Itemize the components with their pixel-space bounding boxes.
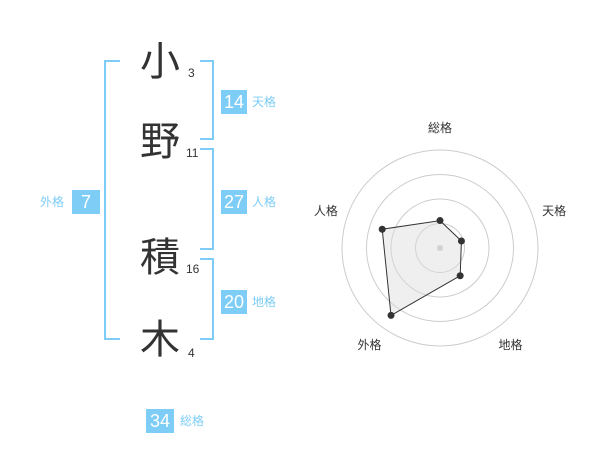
chikaku-label: 地格 xyxy=(252,295,277,309)
soukaku-value: 34 xyxy=(146,409,174,433)
jinkaku-bracket xyxy=(200,148,214,250)
radar-polygon xyxy=(381,220,462,317)
stroke-count-3: 16 xyxy=(186,262,200,276)
radar-axis-label-4: 人格 xyxy=(314,203,338,218)
chikaku-bracket xyxy=(200,258,214,340)
tenkaku-label: 天格 xyxy=(252,95,277,109)
tenkaku-value: 14 xyxy=(221,90,247,114)
chikaku-value: 20 xyxy=(221,290,247,314)
stroke-count-4: 4 xyxy=(188,346,195,360)
jinkaku-value: 27 xyxy=(221,190,247,214)
stroke-count-2: 11 xyxy=(186,146,199,160)
radar-point-0 xyxy=(436,217,444,225)
radar-points xyxy=(378,217,465,319)
radar-axis-label-3: 外格 xyxy=(357,337,381,352)
name-char-1: 小 xyxy=(140,39,180,85)
gaikaku-bracket xyxy=(104,60,120,340)
stroke-count-1: 3 xyxy=(188,66,195,80)
name-char-3: 積 xyxy=(140,235,180,281)
jinkaku-label: 人格 xyxy=(252,195,277,209)
name-char-4: 木 xyxy=(140,317,180,363)
radar-center xyxy=(437,245,443,251)
tenkaku-bracket xyxy=(200,60,214,140)
radar-axis-label-0: 総格 xyxy=(428,120,452,135)
gaikaku-label: 外格 xyxy=(40,195,65,209)
radar-point-4 xyxy=(378,225,386,233)
radar-point-1 xyxy=(457,237,465,245)
radar-rings xyxy=(341,149,539,347)
radar-axis-label-2: 地格 xyxy=(498,337,522,352)
radar-point-3 xyxy=(387,311,395,319)
radar-point-2 xyxy=(456,272,464,280)
soukaku-label: 総格 xyxy=(180,414,205,428)
name-char-2: 野 xyxy=(140,119,180,165)
radar-axis-label-1: 天格 xyxy=(542,203,566,218)
gaikaku-value: 7 xyxy=(72,190,100,214)
